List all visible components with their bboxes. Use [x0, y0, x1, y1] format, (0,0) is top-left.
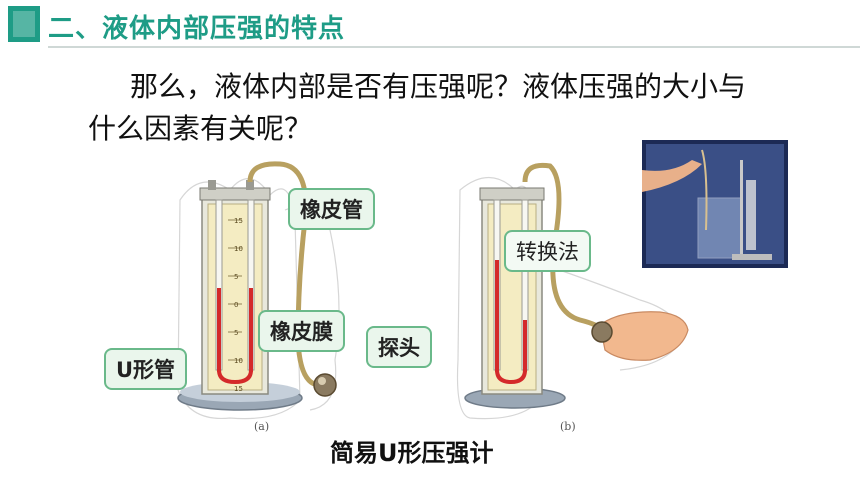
- callout-rubber-tube: 橡皮管: [288, 188, 375, 230]
- body-line-1: 那么，液体内部是否有压强呢？液体压强的大小与: [130, 70, 747, 103]
- scale-tick-label: 5: [234, 329, 238, 337]
- probe-a: [313, 373, 337, 397]
- manometer-b: [464, 187, 566, 409]
- scale-tick-label: 0: [234, 301, 238, 309]
- body-line-2: 什么因素有关呢？: [88, 112, 313, 145]
- body-paragraph: 那么，液体内部是否有压强呢？液体压强的大小与 什么因素有关呢？: [88, 66, 778, 150]
- callout-u-tube: U形管: [104, 348, 188, 390]
- header-square-icon: [8, 6, 40, 42]
- figure-b-label: (b): [560, 420, 576, 433]
- scale-tick-label: 10: [234, 245, 243, 253]
- experiment-photo: [642, 140, 788, 268]
- manometer-a: [177, 180, 303, 411]
- u-tube-manometer-figure: 15 10 5 0 5 10 15: [177, 161, 689, 420]
- scale-tick-label: 15: [234, 217, 243, 225]
- scale-tick-label: 15: [234, 385, 243, 393]
- scale-tick-label: 10: [234, 357, 243, 365]
- callout-probe: 探头: [366, 326, 432, 368]
- hand-pressing-probe: [591, 311, 689, 361]
- slide-title: 二、液体内部压强的特点: [48, 14, 346, 44]
- header-divider: [48, 46, 860, 48]
- figure-a-label: (a): [254, 420, 270, 433]
- callout-conversion-method: 转换法: [504, 230, 591, 272]
- figure-caption: 简易U形压强计: [330, 439, 494, 467]
- slide-header: 二、液体内部压强的特点: [0, 0, 860, 50]
- scale-tick-label: 5: [234, 273, 238, 281]
- callout-rubber-membrane: 橡皮膜: [258, 310, 345, 352]
